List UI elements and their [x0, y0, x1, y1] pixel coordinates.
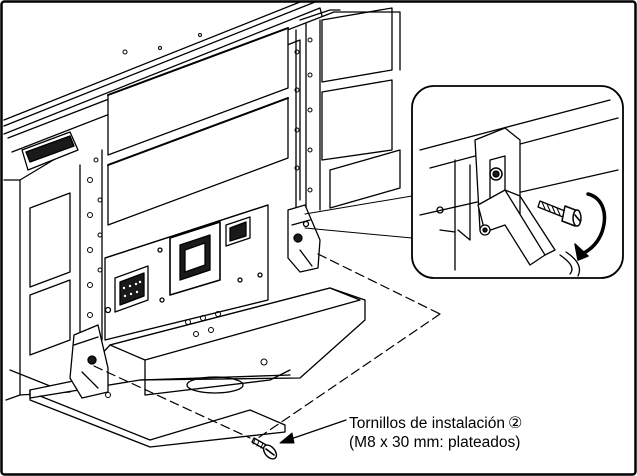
clockwise-arrow-icon	[574, 192, 607, 261]
label-line-2: (M8 x 30 mm: plateados)	[349, 434, 521, 451]
mounting-holes	[87, 33, 313, 318]
monitor-rear-panel	[3, 1, 401, 401]
callout-leader	[279, 419, 347, 444]
zoom-inset	[411, 85, 624, 279]
alignment-guides	[93, 253, 441, 439]
screw-icon	[537, 200, 582, 227]
stand	[29, 204, 366, 448]
zoom-connector	[304, 195, 413, 239]
connector-panel	[104, 204, 269, 341]
screw-icon-bottom	[251, 437, 278, 460]
part-number-badge: ②	[507, 413, 523, 432]
